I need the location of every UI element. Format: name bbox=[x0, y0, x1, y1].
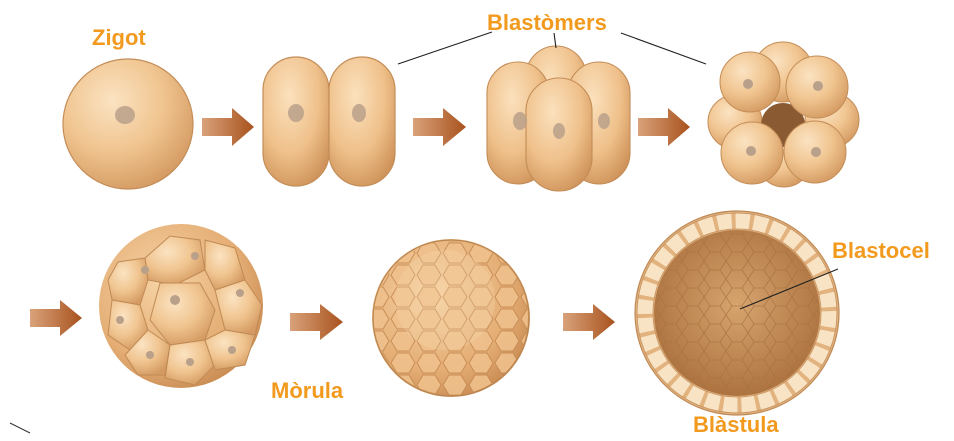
arrow-6 bbox=[563, 304, 615, 340]
corner-mark bbox=[10, 423, 30, 433]
zygote-cell bbox=[63, 59, 193, 189]
morula bbox=[372, 239, 530, 397]
zygote-nucleus bbox=[115, 106, 135, 124]
sixteen-cell-stage bbox=[99, 224, 263, 388]
label-blastocel: Blastocel bbox=[832, 240, 930, 262]
four-cell-stage bbox=[487, 46, 630, 191]
label-zigot: Zigot bbox=[92, 27, 146, 49]
label-blastomers: Blastòmers bbox=[487, 12, 607, 34]
label-morula: Mòrula bbox=[271, 380, 343, 402]
arrow-1 bbox=[202, 108, 254, 146]
arrow-5 bbox=[290, 304, 343, 340]
two-cell-stage bbox=[263, 57, 395, 186]
arrow-2 bbox=[413, 108, 466, 146]
arrow-4 bbox=[30, 300, 82, 336]
arrow-3 bbox=[638, 108, 690, 146]
blastula bbox=[635, 211, 839, 415]
label-blastula: Blàstula bbox=[693, 414, 779, 436]
eight-cell-stage bbox=[708, 42, 859, 187]
